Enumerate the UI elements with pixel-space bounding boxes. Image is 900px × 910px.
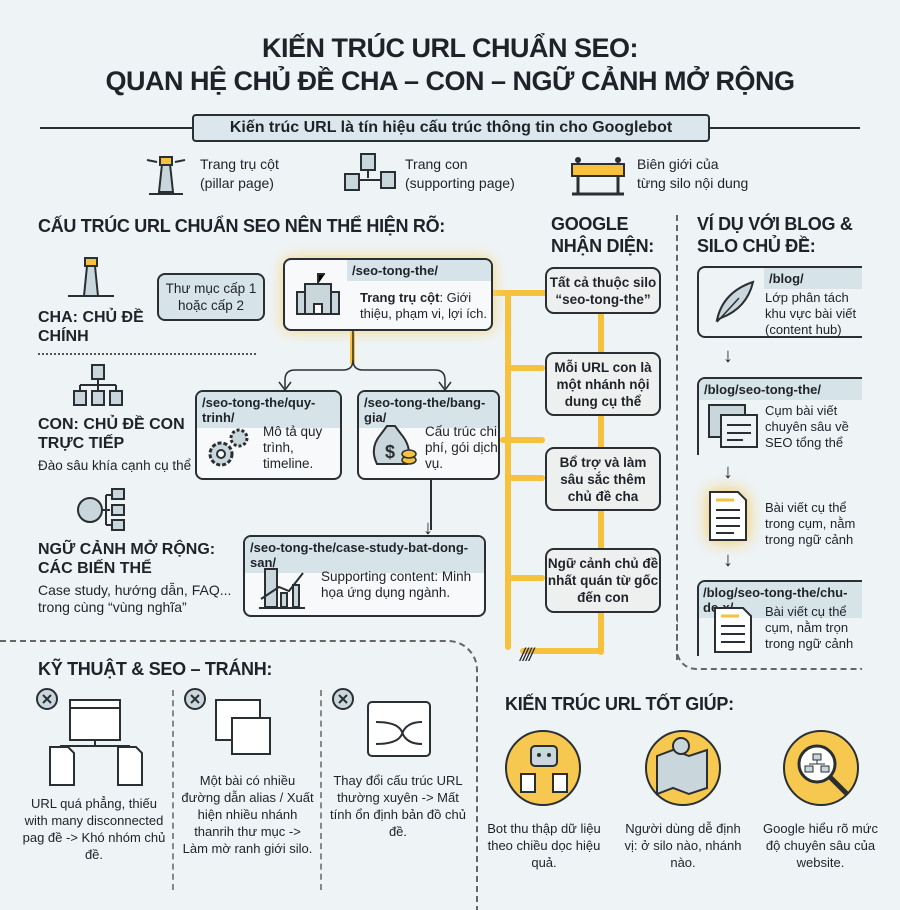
- case-study-card: /seo-tong-the/case-study-bat-dong-san/ S…: [243, 535, 486, 617]
- google-item: Ngữ cảnh chủ đề nhất quán từ gốc đến con: [545, 548, 661, 613]
- pillar-url: /seo-tong-the/: [347, 260, 491, 281]
- divider: [676, 215, 678, 660]
- arrow-line: [430, 480, 432, 530]
- connector-line: [505, 365, 545, 371]
- quill-icon: [715, 280, 755, 323]
- parent-label: CHA: CHỦ ĐỀ CHÍNH: [38, 309, 144, 345]
- benefit-item: Bot thu thập dữ liệu theo chiều dọc hiệu…: [487, 821, 601, 870]
- article-icon: [714, 607, 752, 653]
- blog-card: /blog/seo-tong-the/chu-de-x/ Bài viết cụ…: [697, 580, 862, 656]
- google-heading: GOOGLE NHẬN DIỆN:: [551, 214, 654, 256]
- divider: [676, 620, 862, 670]
- alias-pages-icon: [184, 688, 271, 755]
- child-card-quy-trinh: /seo-tong-the/quy-trinh/ Mô tả quy trình…: [195, 390, 342, 480]
- flat-url-icon: [36, 688, 130, 747]
- blog-text: Cụm bài viết chuyên sâu về SEO tổng thể: [765, 403, 849, 450]
- connector-line: [505, 475, 545, 481]
- divider: [0, 640, 478, 910]
- hatch-decoration: ////: [520, 645, 534, 665]
- arrow-down-icon: ↓: [423, 517, 433, 539]
- divider: [172, 690, 174, 890]
- google-item: Tất cả thuộc silo “seo-tong-the”: [545, 267, 661, 314]
- blog-url: /blog/seo-tong-the/: [699, 379, 862, 400]
- blog-card: /blog/seo-tong-the/ Cụm bài viết chuyên …: [697, 377, 862, 455]
- child2-url: /seo-tong-the/bang-gia/: [359, 392, 498, 428]
- child-sub: Đào sâu khía cạnh cụ thể: [38, 458, 192, 473]
- arrow-down-icon: ↓: [723, 461, 733, 483]
- documents-icon: [344, 153, 396, 191]
- child-label: CON: CHỦ ĐỀ CON TRỰC TIẾP: [38, 416, 185, 452]
- structure-heading: CẤU TRÚC URL CHUẨN SEO NÊN THỂ HIỆN RÕ:: [38, 216, 445, 236]
- arrow-down-icon: ↓: [723, 345, 733, 367]
- shuffle-icon: [332, 688, 431, 757]
- documents-icon: [49, 746, 143, 786]
- avoid-item: Thay đổi cấu trúc URL thường xuyên -> Mấ…: [330, 773, 466, 839]
- svg-text:$: $: [385, 442, 395, 462]
- map-pin-icon: [645, 730, 721, 806]
- google-item: Mỗi URL con là một nhánh nội dung cụ thể: [545, 352, 661, 416]
- robot-icon: [505, 730, 581, 806]
- connector-line: [505, 575, 545, 581]
- blog-text: Bài viết cụ thể trong cụm, nằm trong ngữ…: [765, 500, 856, 547]
- benefit-item: Google hiểu rõ mức độ chuyên sâu của web…: [763, 821, 878, 870]
- context-label: NGỮ CẢNH MỞ RỘNG: CÁC BIẾN THỂ: [38, 541, 216, 577]
- user-folders-icon: [77, 488, 125, 531]
- articles-icon: [708, 404, 758, 448]
- context-sub: Case study, hướng dẫn, FAQ... trong cùng…: [38, 582, 232, 615]
- lighthouse-icon: [146, 156, 186, 195]
- barrier-icon: [571, 157, 625, 196]
- blog-card: /blog/ Lớp phân tách khu vực bài viết (c…: [697, 266, 862, 338]
- avoid-item: URL quá phẳng, thiếu with many disconnec…: [22, 796, 166, 862]
- connector-line: [505, 290, 511, 650]
- blog-heading: VÍ DỤ VỚI BLOG & SILO CHỦ ĐỀ:: [697, 214, 853, 256]
- pillar-bold: Trang trụ cột: [360, 290, 440, 305]
- growth-chart-icon: [259, 568, 305, 609]
- benefit-item: Người dùng dễ định vị: ở silo nào, nhánh…: [624, 821, 742, 870]
- callout-directory: Thư mục cấp 1 hoặc cấp 2: [157, 273, 265, 321]
- branch-arrows: [278, 330, 452, 392]
- divider: [320, 690, 322, 890]
- connector-line: [490, 290, 548, 296]
- blog-text: Bài viết cụ thể cụm, nằm trọn trong ngữ …: [765, 604, 854, 651]
- child2-text: Cấu trúc chi phí, gói dịch vụ.: [425, 424, 498, 471]
- blog-text: Lớp phân tách khu vực bài viết (content …: [765, 290, 857, 337]
- child1-text: Mô tả quy trình, timeline.: [263, 424, 323, 471]
- magnifier-sitemap-icon: [783, 730, 859, 806]
- pillar-card: /seo-tong-the/ Trang trụ cột: Giới thiệu…: [283, 258, 493, 331]
- blog-url: /blog/: [764, 268, 862, 289]
- lighthouse-icon: [68, 257, 114, 297]
- avoid-item: Một bài có nhiều đường dẫn alias / Xuất …: [181, 773, 314, 856]
- google-item: Bổ trợ và làm sâu sắc thêm chủ đề cha: [545, 447, 661, 511]
- hierarchy-icon: [73, 364, 123, 406]
- legend-supporting: Trang con(supporting page): [405, 156, 515, 191]
- building-icon: [296, 273, 340, 315]
- child1-url: /seo-tong-the/quy-trinh/: [197, 392, 340, 428]
- avoid-heading: KỸ THUẬT & SEO – TRÁNH:: [38, 659, 273, 679]
- connector-line: [500, 437, 545, 443]
- arrow-down-icon: ↓: [723, 549, 733, 571]
- benefits-heading: KIẾN TRÚC URL TỐT GIÚP:: [505, 694, 734, 714]
- connector-line: [520, 648, 604, 654]
- child-card-bang-gia: /seo-tong-the/bang-gia/ $ Cấu trúc chi p…: [357, 390, 500, 480]
- case-url: /seo-tong-the/case-study-bat-dong-san/: [245, 537, 484, 573]
- money-bag-icon: $: [372, 425, 417, 465]
- banner: Kiến trúc URL là tín hiệu cấu trúc thông…: [192, 114, 710, 142]
- divider: [38, 353, 256, 355]
- pillar-text: : Giới thiệu, phạm vi, lợi ích.: [360, 290, 488, 321]
- legend-pillar: Trang trụ cột(pillar page): [200, 156, 279, 191]
- case-text: Supporting content: Minh họa ứng dụng ng…: [321, 569, 472, 600]
- page-title: KIẾN TRÚC URL CHUẨN SEO:QUAN HỆ CHỦ ĐỀ C…: [105, 33, 795, 96]
- article-icon: [709, 491, 747, 541]
- gears-icon: [208, 428, 249, 467]
